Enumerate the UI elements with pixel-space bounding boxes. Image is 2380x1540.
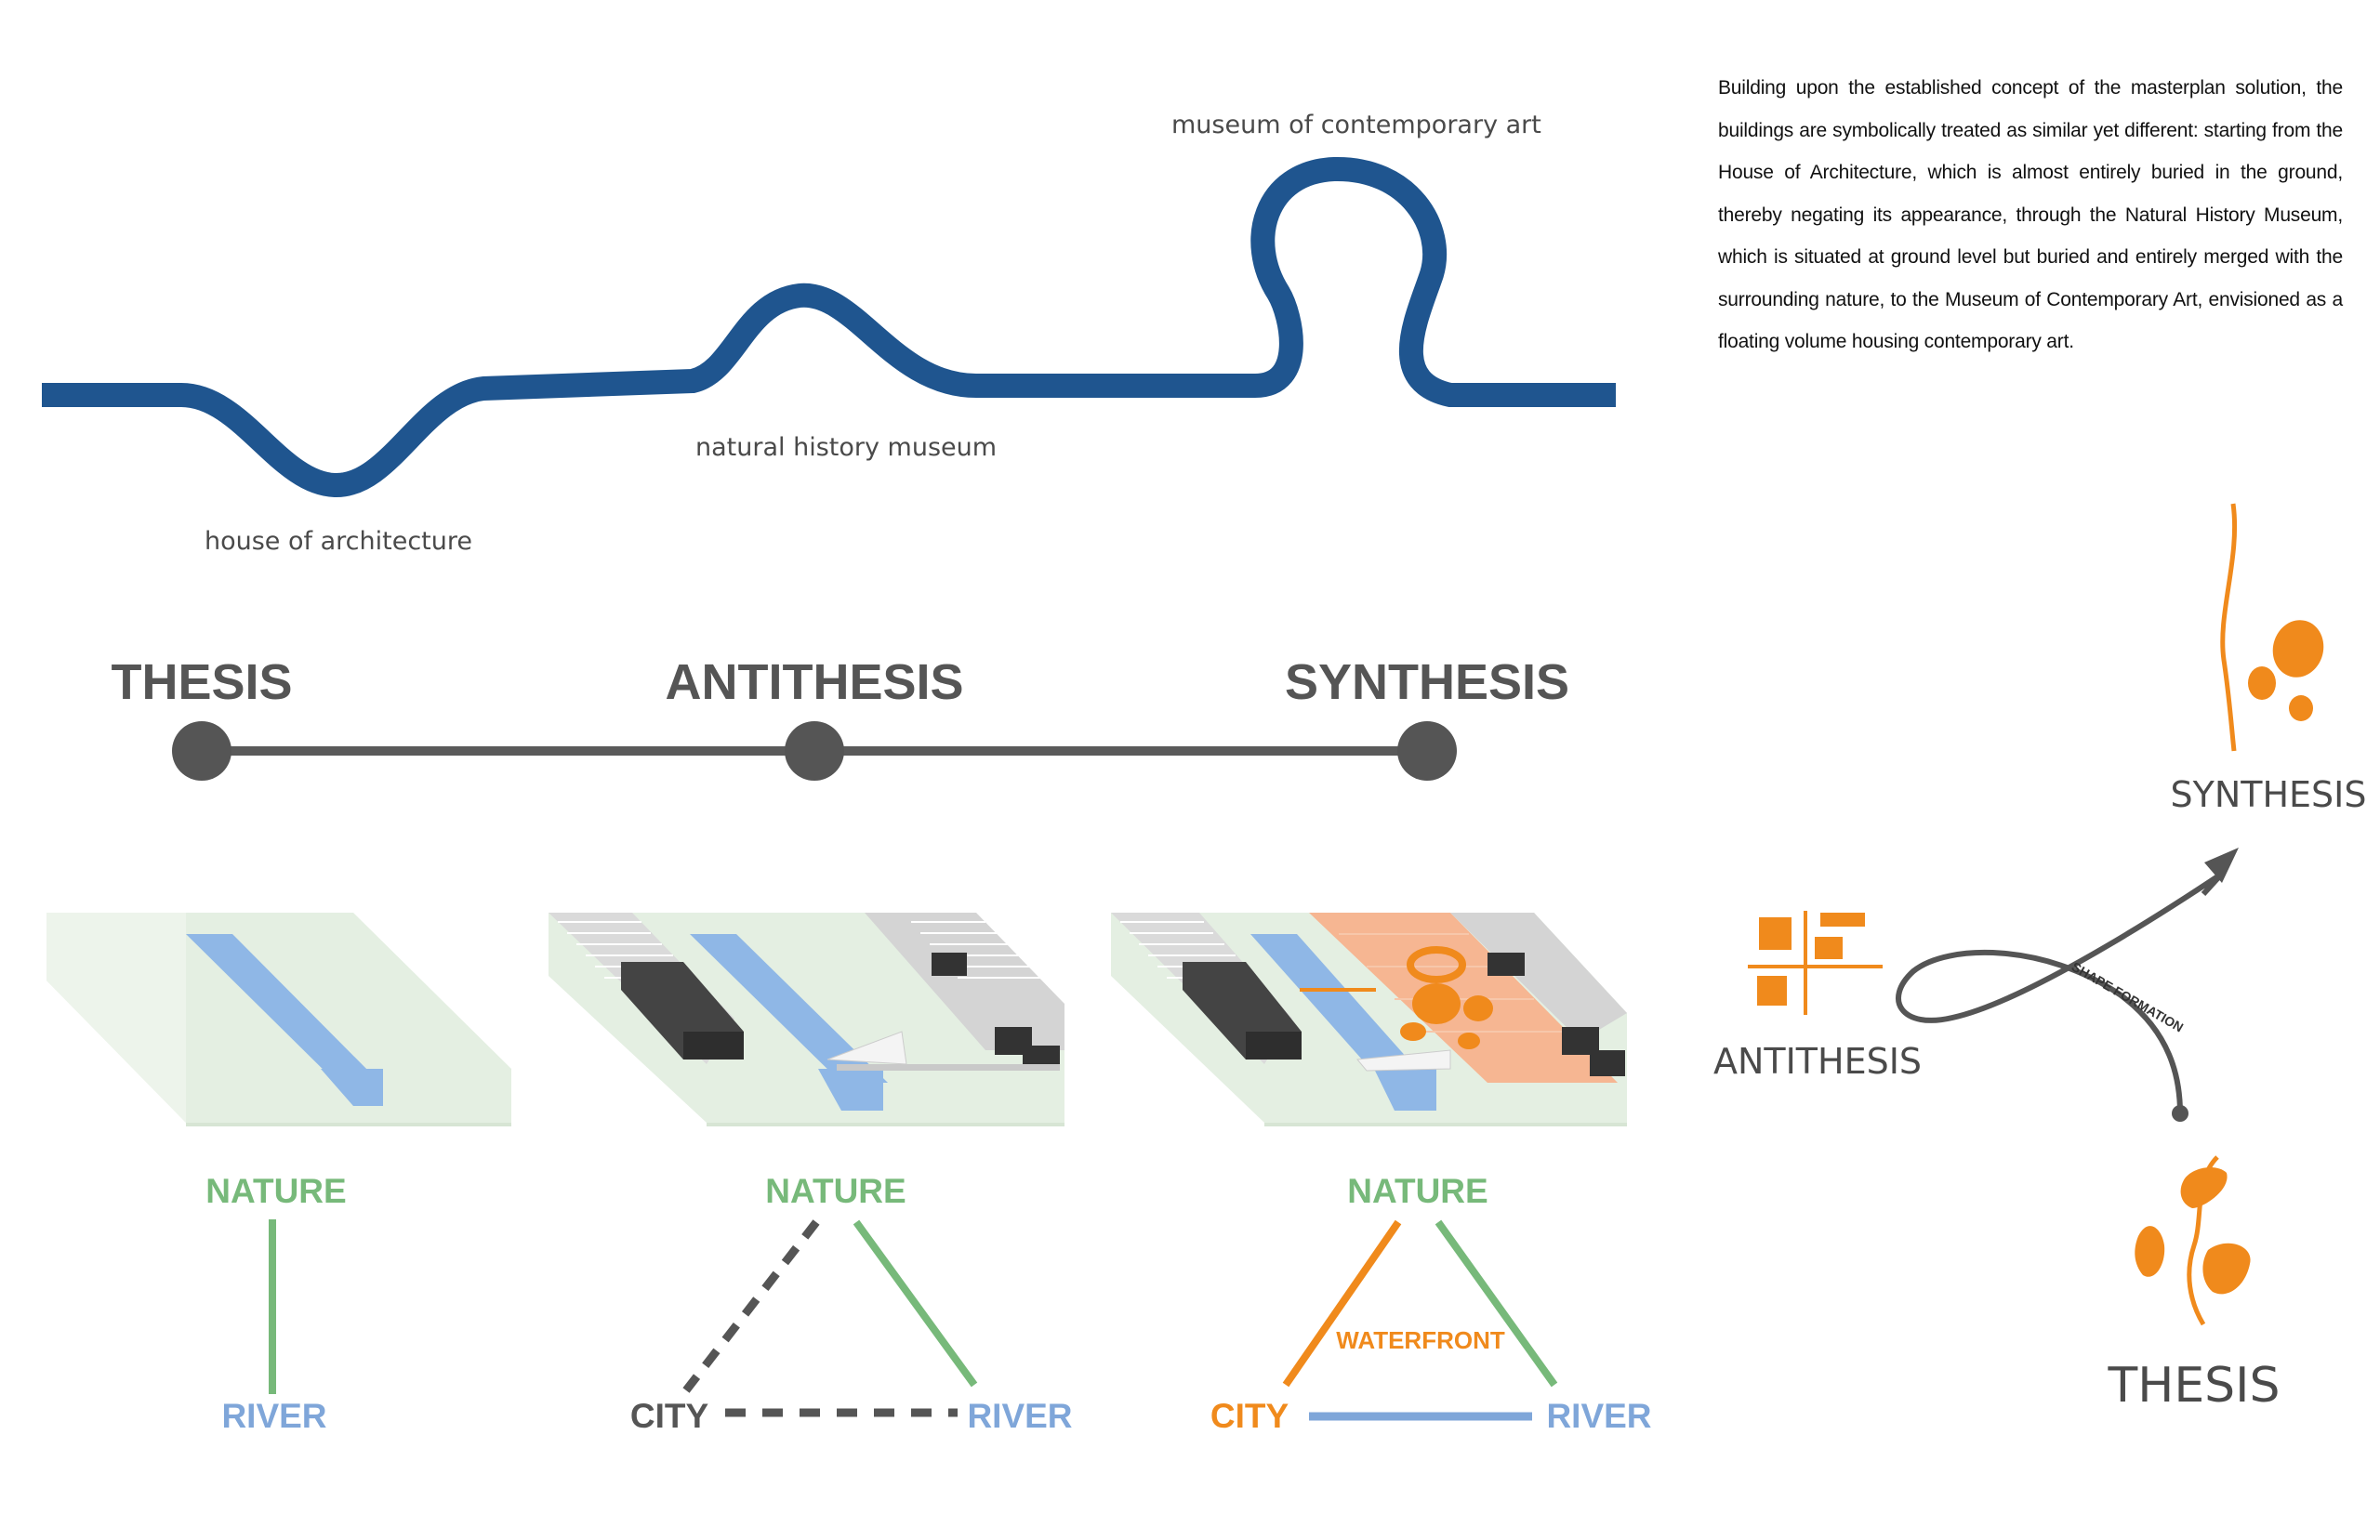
house-of-architecture-label: house of architecture — [205, 527, 472, 556]
building-wave-diagram: house of architecture natural history mu… — [42, 111, 1616, 556]
shape-formation-diagram: SYNTHESIS ANTITHESIS THESIS SHAPE FORMAT… — [1713, 503, 2367, 1414]
site-illustration-thesis — [46, 913, 511, 1126]
synthesis-symbol-blob-large — [2272, 620, 2324, 678]
thesis-symbol-blob-top — [2180, 1167, 2228, 1208]
site-illustration-antithesis — [549, 913, 1064, 1126]
thesis-label: THESIS — [2107, 1358, 2280, 1414]
dialectic-timeline: THESIS ANTITHESIS SYNTHESIS — [111, 654, 1569, 781]
timeline-node-synthesis — [1397, 721, 1457, 781]
timeline-label-synthesis: SYNTHESIS — [1285, 654, 1569, 710]
river-label-2: RIVER — [967, 1397, 1072, 1435]
wave-line — [42, 156, 1616, 497]
nature-label-1: NATURE — [205, 1172, 346, 1210]
synthesis-symbol-blob-small — [2289, 695, 2313, 721]
relation-diagram-synthesis: NATURE WATERFRONT CITY RIVER — [1210, 1172, 1652, 1435]
antithesis-symbol-block-1 — [1759, 917, 1792, 950]
synthesis-symbol-curve — [2220, 503, 2238, 752]
museum-contemporary-art-label: museum of contemporary art — [1171, 111, 1541, 139]
shape-formation-arrow — [1896, 871, 2225, 1114]
synthesis-label: SYNTHESIS — [2170, 774, 2366, 815]
river-label-1: RIVER — [221, 1397, 326, 1435]
antithesis-symbol-block-4 — [1757, 976, 1787, 1006]
nature-river-link — [1435, 1219, 1558, 1388]
concept-description: Building upon the established concept of… — [1718, 77, 2343, 352]
nature-river-link — [853, 1219, 978, 1388]
nature-label-3: NATURE — [1347, 1172, 1488, 1210]
river-label-3: RIVER — [1546, 1397, 1651, 1435]
natural-history-museum-label: natural history museum — [695, 433, 997, 462]
synthesis-symbol-blob-mid — [2248, 666, 2276, 700]
relation-diagram-antithesis: NATURE CITY RIVER — [630, 1172, 1073, 1435]
city-nature-link-dashed — [682, 1219, 820, 1393]
timeline-node-antithesis — [785, 721, 844, 781]
timeline-node-thesis — [172, 721, 231, 781]
city-label-2: CITY — [630, 1397, 709, 1435]
timeline-label-antithesis: ANTITHESIS — [665, 654, 963, 710]
antithesis-symbol-block-3 — [1815, 937, 1843, 959]
antithesis-label: ANTITHESIS — [1713, 1041, 1922, 1082]
nature-label-2: NATURE — [765, 1172, 906, 1210]
shape-formation-arrowhead — [2204, 848, 2239, 883]
site-illustration-synthesis — [1111, 913, 1627, 1126]
waterfront-label: WATERFRONT — [1336, 1326, 1505, 1354]
city-nature-link — [1282, 1219, 1402, 1388]
relation-diagram-thesis: NATURE RIVER — [205, 1172, 346, 1435]
timeline-label-thesis: THESIS — [111, 654, 292, 710]
shape-formation-label: SHAPE FORMATION — [2069, 959, 2187, 1035]
antithesis-symbol-block-2 — [1820, 913, 1865, 927]
city-label-3: CITY — [1210, 1397, 1289, 1435]
thesis-symbol-blob-right — [2202, 1243, 2251, 1295]
thesis-symbol-blob-left — [2135, 1226, 2165, 1277]
